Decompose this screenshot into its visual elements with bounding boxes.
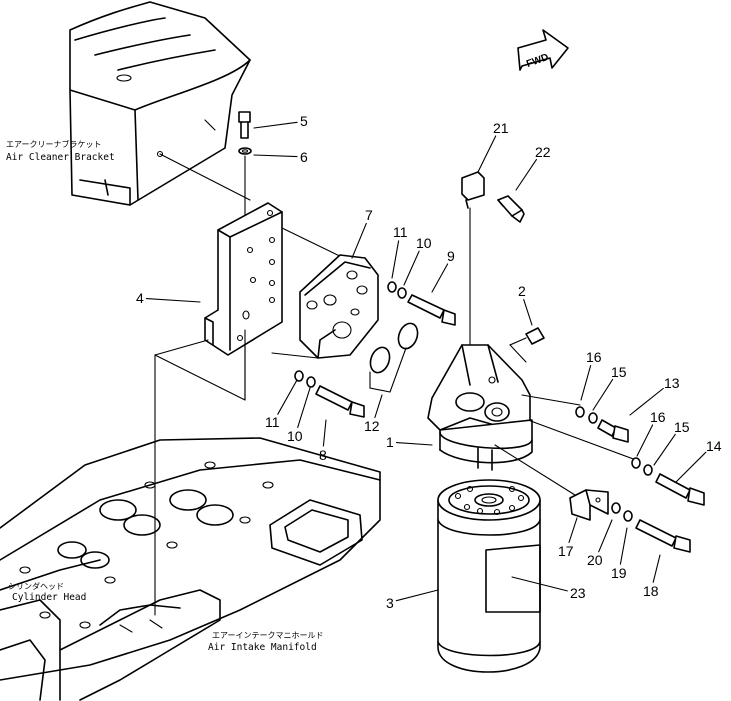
callout-label-13: 13: [664, 375, 680, 391]
callout-leader-10-10: [297, 387, 311, 428]
callout-label-20: 20: [587, 552, 603, 568]
callout-leader-18-21: [652, 554, 661, 583]
callout-leader-5-4: [253, 121, 298, 129]
callout-label-19: 19: [611, 565, 627, 581]
air-cleaner-bracket-label: Air Cleaner Bracket: [6, 152, 115, 163]
callout-label-4: 4: [136, 290, 144, 306]
callout-leader-17-20: [568, 517, 578, 544]
washer-16-upper: [575, 406, 585, 418]
callout-label-1: 1: [386, 434, 394, 450]
callout-label-2: 2: [518, 283, 526, 299]
callout-leader-11-11: [391, 240, 400, 279]
washer-11-upper: [387, 281, 397, 293]
washer-15-lower: [643, 464, 653, 476]
callout-label-23: 23: [570, 585, 586, 601]
callout-label-10: 10: [416, 235, 432, 251]
callout-leader-12-13: [374, 394, 383, 419]
filter-cartridge-3: [437, 479, 541, 673]
callout-leader-15-17: [653, 433, 676, 466]
callout-leader-10-9: [403, 250, 420, 286]
bolt-8: [315, 385, 365, 418]
filter-head-1: [427, 344, 533, 471]
callout-leader-16-18: [580, 365, 592, 401]
callout-leader-14-15: [675, 451, 707, 483]
callout-leader-2-1: [523, 299, 533, 326]
callout-label-15: 15: [611, 364, 627, 380]
callout-label-16: 16: [586, 349, 602, 365]
callout-leader-4-3: [145, 298, 201, 303]
o-rings-12: [369, 322, 419, 393]
cylinder-head: [0, 437, 381, 701]
callout-leader-11-12: [277, 379, 298, 415]
callout-label-7: 7: [365, 207, 373, 223]
washer-11-lower: [294, 370, 304, 382]
callout-leader-3-2: [395, 589, 439, 602]
washer-19: [623, 510, 633, 522]
callout-leader-6-5: [253, 154, 298, 158]
callout-label-22: 22: [535, 144, 551, 160]
cylinder-head-label: Cylinder Head: [12, 592, 86, 603]
air-cleaner-bracket: [69, 1, 251, 206]
callout-leader-16-19: [636, 424, 654, 457]
callout-leader-20-23: [598, 519, 613, 553]
bolt-18: [635, 519, 691, 553]
washer-16-lower: [631, 457, 641, 469]
callout-label-12: 12: [364, 418, 380, 434]
callout-leader-13-14: [629, 387, 664, 416]
bracket-17: [569, 489, 609, 521]
callout-label-16: 16: [650, 409, 666, 425]
air-intake-manifold-label: Air Intake Manifold: [208, 642, 317, 653]
callout-label-10: 10: [287, 428, 303, 444]
bolt-9: [407, 294, 456, 326]
callout-leader-23-26: [511, 576, 568, 592]
fitting-22: [497, 195, 525, 223]
mounting-plate-4: [204, 202, 283, 356]
forward-label: FWD: [525, 52, 550, 70]
callout-label-5: 5: [300, 113, 308, 129]
air-intake-manifold-jp-label: エアーインテークマニホールド: [212, 631, 324, 640]
bolt-13: [597, 419, 629, 443]
callout-leader-19-22: [619, 527, 628, 565]
callout-label-21: 21: [493, 120, 509, 136]
callout-label-9: 9: [447, 248, 455, 264]
washer-10-lower: [306, 376, 316, 388]
callout-label-11: 11: [393, 224, 408, 240]
callout-label-6: 6: [300, 149, 308, 165]
plug-2: [509, 327, 545, 363]
air-cleaner-bracket-jp-label: エアークリーナブラケット: [6, 139, 102, 149]
callout-leader-15-16: [592, 378, 614, 411]
callout-leader-9-8: [431, 263, 449, 293]
bolt-14: [655, 473, 705, 506]
callout-label-14: 14: [706, 438, 722, 454]
callout-label-8: 8: [319, 447, 327, 463]
callout-label-17: 17: [558, 543, 574, 559]
washer-10-upper: [397, 287, 407, 299]
washer-15-upper: [588, 412, 598, 424]
bolt-5: [238, 111, 252, 155]
callout-leader-21-24: [477, 135, 497, 173]
callout-leader-1-0: [395, 442, 433, 446]
cylinder-head-jp-label: シリンダヘッド: [8, 581, 64, 591]
sensor-21: [461, 171, 485, 209]
bracket-7: [299, 254, 379, 359]
callout-leader-22-25: [515, 158, 538, 191]
callout-leader-7-6: [351, 222, 367, 259]
callout-label-3: 3: [386, 595, 394, 611]
callout-label-18: 18: [643, 583, 659, 599]
callout-label-11: 11: [265, 414, 280, 430]
callout-label-15: 15: [674, 419, 690, 435]
forward-arrow-icon: FWD: [517, 29, 569, 71]
washer-20: [611, 502, 621, 514]
callout-leader-8-7: [322, 419, 327, 447]
